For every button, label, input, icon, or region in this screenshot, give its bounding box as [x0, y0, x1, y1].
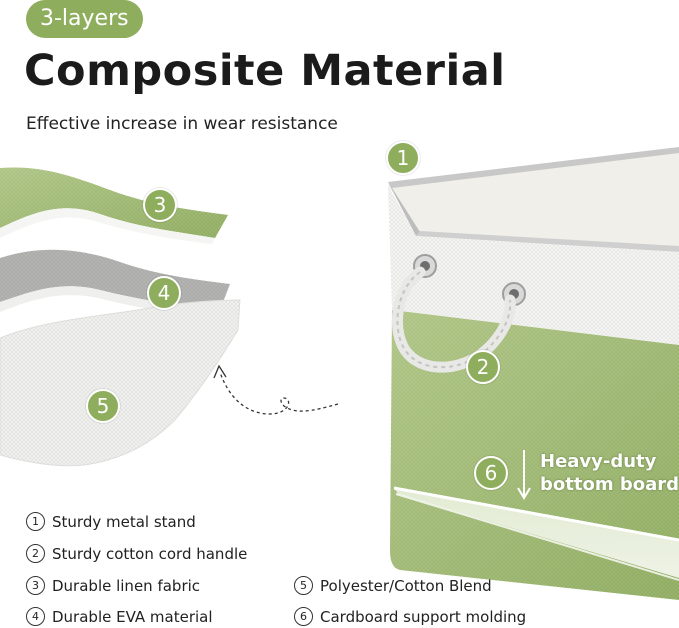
- legend-label: Durable EVA material: [52, 607, 213, 626]
- legend-item: 3 Durable linen fabric: [26, 576, 200, 595]
- legend-item: 5 Polyester/Cotton Blend: [294, 576, 492, 595]
- legend-number: 5: [294, 576, 313, 595]
- legend-item: 2 Sturdy cotton cord handle: [26, 544, 247, 563]
- legend-item: 1 Sturdy metal stand: [26, 512, 196, 531]
- marker-4: 4: [147, 276, 181, 310]
- polyester-layer: [0, 299, 241, 467]
- legend-number: 2: [26, 544, 45, 563]
- marker-5: 5: [86, 389, 120, 423]
- legend-label: Sturdy metal stand: [52, 512, 196, 531]
- legend-item: 6 Cardboard support molding: [294, 607, 526, 626]
- legend-number: 4: [26, 607, 45, 626]
- page-title: Composite Material: [24, 46, 506, 96]
- legend-number: 6: [294, 607, 313, 626]
- legend-number: 1: [26, 512, 45, 531]
- callout-line-2: bottom board: [540, 474, 679, 495]
- legend-number: 3: [26, 576, 45, 595]
- page-subtitle: Effective increase in wear resistance: [26, 114, 338, 134]
- storage-basket: [388, 147, 679, 600]
- marker-6: 6: [474, 456, 508, 490]
- dashed-arrow: [213, 364, 339, 415]
- layers-badge: 3-layers: [26, 0, 143, 38]
- callout-line-1: Heavy-duty: [540, 451, 657, 472]
- legend-label: Polyester/Cotton Blend: [320, 576, 492, 595]
- legend-label: Cardboard support molding: [320, 607, 527, 626]
- legend-item: 4 Durable EVA material: [26, 607, 213, 626]
- marker-1: 1: [386, 141, 420, 175]
- legend-label: Durable linen fabric: [52, 576, 201, 595]
- bottom-board-callout: Heavy-duty bottom board: [540, 450, 679, 496]
- marker-2: 2: [466, 350, 500, 384]
- legend-label: Sturdy cotton cord handle: [52, 544, 248, 563]
- linen-fabric-layer: [0, 167, 228, 244]
- marker-3: 3: [143, 188, 177, 222]
